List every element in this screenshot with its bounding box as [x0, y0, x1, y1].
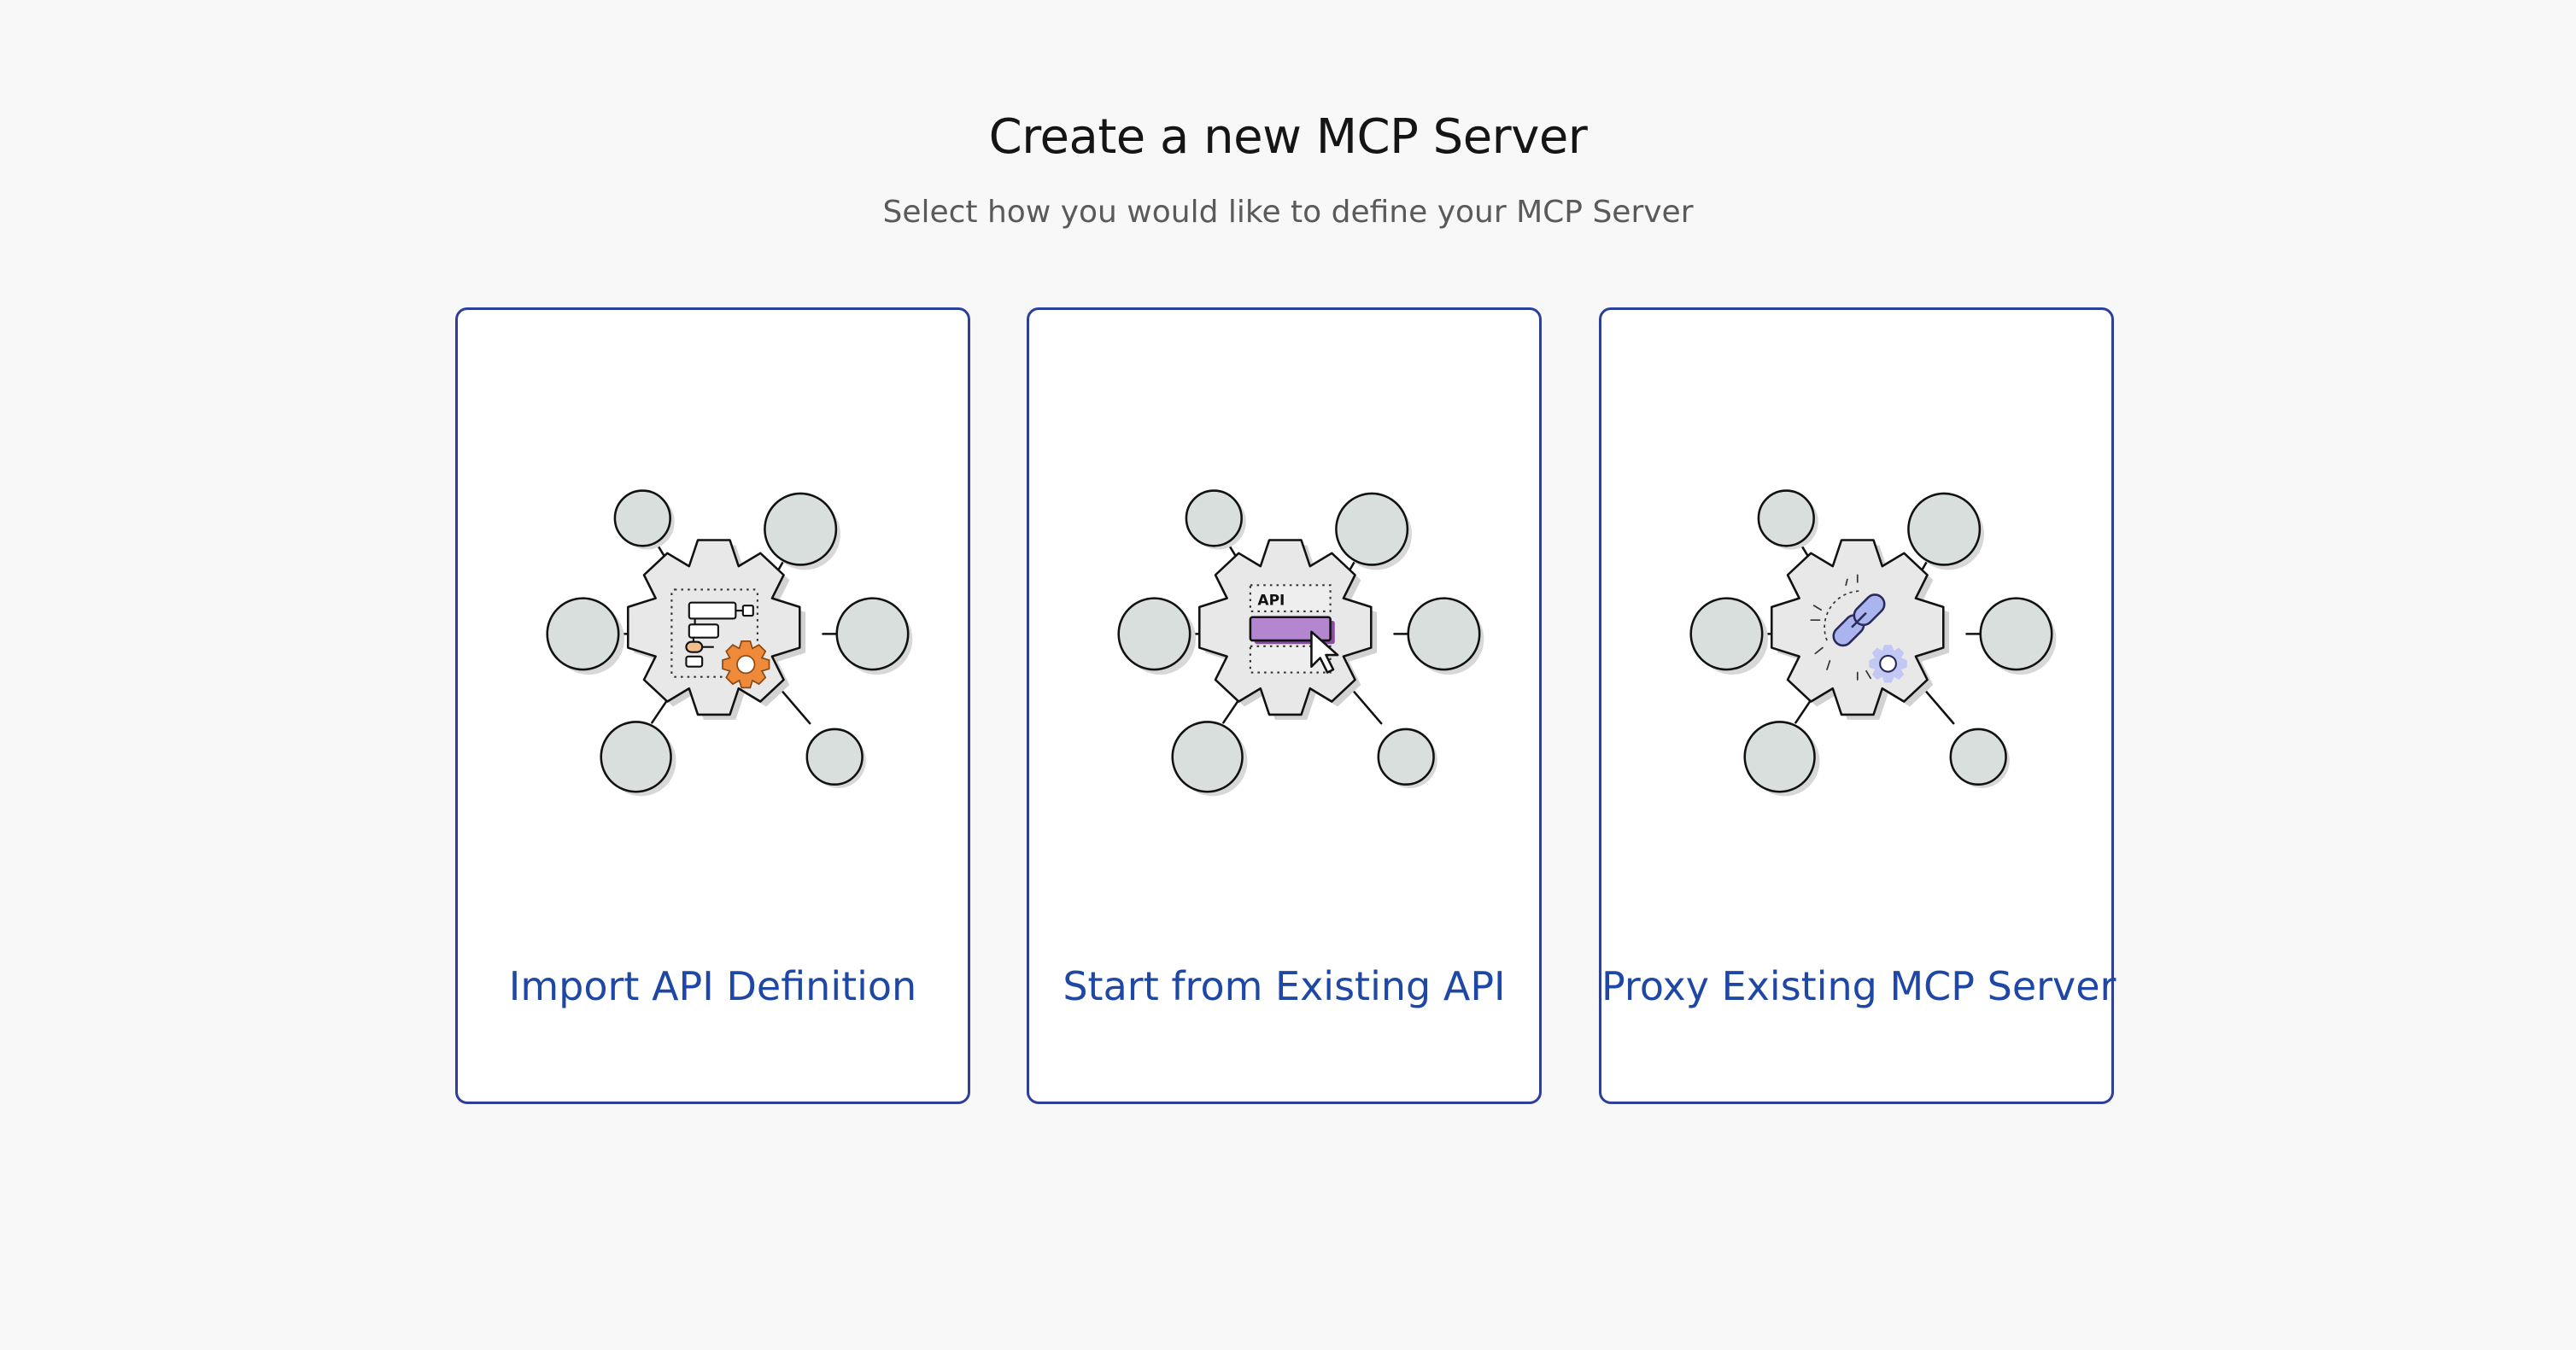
- import-api-definition-card[interactable]: Import API Definition: [455, 307, 970, 1104]
- card-label: Proxy Existing MCP Server: [1601, 963, 2116, 1009]
- page-subtitle: Select how you would like to define your…: [882, 195, 1694, 230]
- api-badge: API: [1257, 592, 1285, 609]
- card-label: Start from Existing API: [1063, 963, 1506, 1009]
- proxy-existing-mcp-server-icon: [1689, 489, 2058, 798]
- start-from-existing-api-icon: API: [1117, 489, 1485, 798]
- proxy-existing-mcp-server-card[interactable]: Proxy Existing MCP Server: [1599, 307, 2116, 1104]
- import-api-definition-icon: [546, 489, 914, 798]
- card-label: Import API Definition: [508, 963, 917, 1009]
- start-from-existing-api-card[interactable]: API Start from Existing API: [1027, 307, 1542, 1104]
- page-title: Create a new MCP Server: [988, 109, 1588, 165]
